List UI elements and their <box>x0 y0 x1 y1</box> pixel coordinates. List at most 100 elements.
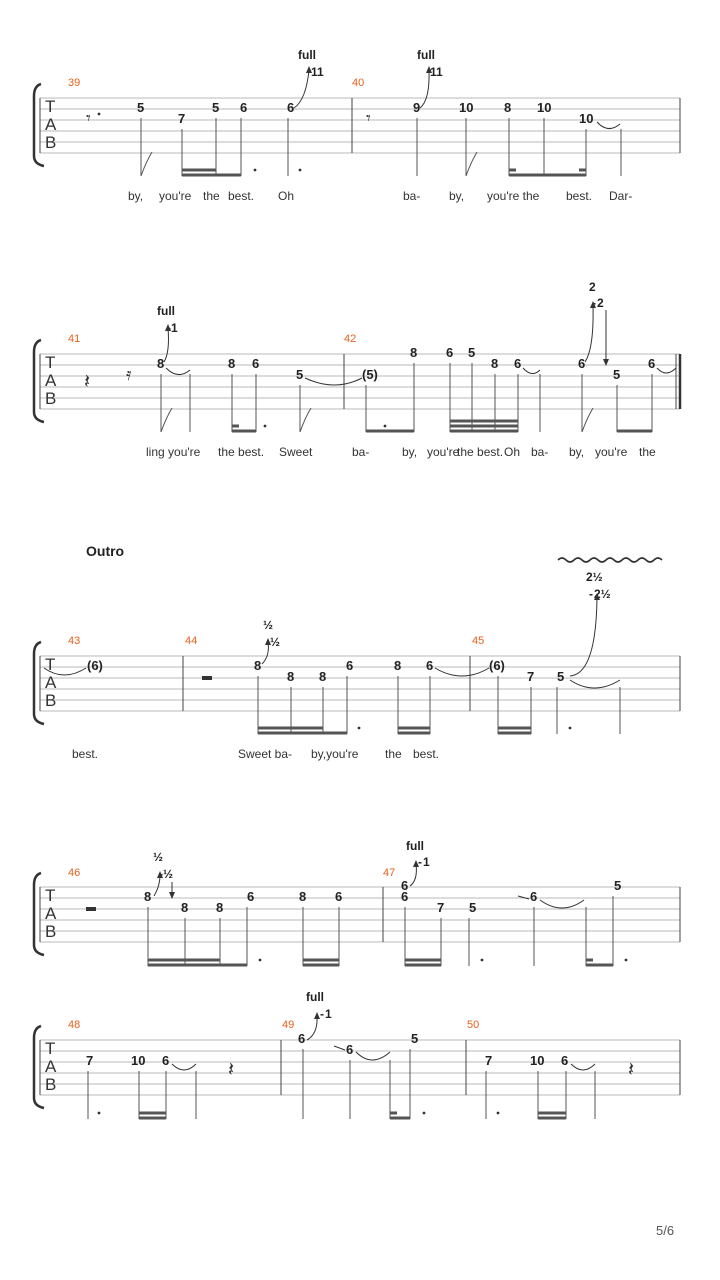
bend-label: ½ <box>263 618 273 632</box>
measure-number: 41 <box>68 333 80 345</box>
fret-number: 8 <box>216 900 223 915</box>
fret-number: 8 <box>287 669 294 684</box>
measure-number: 47 <box>383 867 395 879</box>
system-3: Outro T A B 43 44 45 (6) 8 ½ - ½ 8 <box>32 543 681 761</box>
tab-clef-b: B <box>45 1075 56 1094</box>
lyric: ba- <box>403 189 420 203</box>
fret-number: 10 <box>131 1053 145 1068</box>
lyric: the <box>385 747 402 761</box>
bend-target: 1 <box>423 855 430 869</box>
fret-number: 8 <box>394 658 401 673</box>
fret-number: 5 <box>411 1031 418 1046</box>
page-indicator: 5/6 <box>656 1223 674 1238</box>
fret-number: 6 <box>346 1042 353 1057</box>
bend-label: ½ <box>153 850 163 864</box>
bend-label: full <box>417 48 435 62</box>
fret-number: 6 <box>240 100 247 115</box>
staff-lines <box>40 353 680 410</box>
svg-text:-: - <box>592 296 596 310</box>
bend-target: 1 <box>171 321 178 335</box>
fret-number: (6) <box>489 658 505 673</box>
fret-number: 5 <box>468 345 475 360</box>
bend-label: full <box>157 304 175 318</box>
fret-number: (5) <box>362 367 378 382</box>
tab-clef-b: B <box>45 922 56 941</box>
fret-number: 6 <box>335 889 342 904</box>
system-2: T A B 41 42 𝄽 𝄿 8 full 1 - 8 6 5 (5) 8 6 <box>32 280 682 459</box>
measure-number: 49 <box>282 1019 294 1031</box>
measure-number: 40 <box>352 77 364 89</box>
fret-number: 6 <box>252 356 259 371</box>
bend-label: 2½ <box>586 570 603 584</box>
sixteenth-rest-icon: 𝄿 <box>126 364 132 384</box>
lyric: ba- <box>531 445 548 459</box>
system-1: T A B 39 40 𝄾 5 7 5 6 6 11 full 𝄾 9 11 f… <box>32 48 681 203</box>
lyric: you're <box>159 189 192 203</box>
fret-number: 7 <box>437 900 444 915</box>
bend-label: full <box>298 48 316 62</box>
fret-number: 6 <box>530 889 537 904</box>
lyric: the best. <box>218 445 264 459</box>
lyric: Sweet <box>279 445 313 459</box>
measure-number: 50 <box>467 1019 479 1031</box>
tab-clef-t: T <box>45 886 55 905</box>
lyric: you're <box>427 445 460 459</box>
fret-number: 6 <box>247 889 254 904</box>
bend-target: ½ <box>270 635 280 649</box>
bend-arrow <box>293 69 310 109</box>
fret-number: 8 <box>228 356 235 371</box>
bend-label: full <box>306 990 324 1004</box>
measure-number: 44 <box>185 635 197 647</box>
svg-text:-: - <box>418 855 422 869</box>
fret-number: 6 <box>298 1031 305 1046</box>
bend-target: 1 <box>325 1007 332 1021</box>
staff-lines <box>40 886 680 943</box>
fret-number: 6 <box>287 100 294 115</box>
fret-number: 6 <box>578 356 585 371</box>
lyric: the <box>639 445 656 459</box>
lyric: by, <box>449 189 464 203</box>
eighth-rest-icon: 𝄾 <box>86 108 91 128</box>
staff-lines <box>40 655 680 712</box>
tab-clef-a: A <box>45 673 57 692</box>
fret-number: 5 <box>137 100 144 115</box>
system-4: T A B 46 47 8 ½ - ½ 8 8 6 8 6 6 full - <box>32 839 681 967</box>
fret-number: 6 <box>401 889 408 904</box>
lyric: by, <box>402 445 417 459</box>
quarter-rest-icon: 𝄽 <box>84 371 90 393</box>
lyric: best. <box>72 747 98 761</box>
fret-number: 6 <box>514 356 521 371</box>
measure-number: 39 <box>68 77 80 89</box>
lyric: by, <box>569 445 584 459</box>
quarter-rest-icon: 𝄽 <box>628 1059 634 1081</box>
bend-label: full <box>406 839 424 853</box>
tab-clef-a: A <box>45 115 57 134</box>
measure-number: 43 <box>68 635 80 647</box>
fret-number: 6 <box>401 878 408 893</box>
fret-number: 7 <box>178 111 185 126</box>
fret-number: 8 <box>299 889 306 904</box>
fret-number: 5 <box>469 900 476 915</box>
tab-clef-t: T <box>45 97 55 116</box>
lyric: best. <box>228 189 254 203</box>
tab-clef-t: T <box>45 1039 55 1058</box>
fret-number: 5 <box>212 100 219 115</box>
lyric: Dar- <box>609 189 632 203</box>
lyric: Sweet ba- <box>238 747 292 761</box>
fret-number: 8 <box>254 658 261 673</box>
tab-clef-b: B <box>45 691 56 710</box>
fret-number: 10 <box>537 100 551 115</box>
svg-text:𝄾: 𝄾 <box>366 108 371 128</box>
fret-number: 8 <box>144 889 151 904</box>
measure-number: 42 <box>344 333 356 345</box>
fret-number: 6 <box>162 1053 169 1068</box>
fret-number: 6 <box>648 356 655 371</box>
lyric: you're the <box>487 189 540 203</box>
fret-number: 7 <box>527 669 534 684</box>
lyric: ling you're <box>146 445 201 459</box>
measure-number: 48 <box>68 1019 80 1031</box>
fret-number: 6 <box>426 658 433 673</box>
system-bracket <box>32 82 45 168</box>
lyric: ba- <box>352 445 369 459</box>
fret-number: 5 <box>296 367 303 382</box>
